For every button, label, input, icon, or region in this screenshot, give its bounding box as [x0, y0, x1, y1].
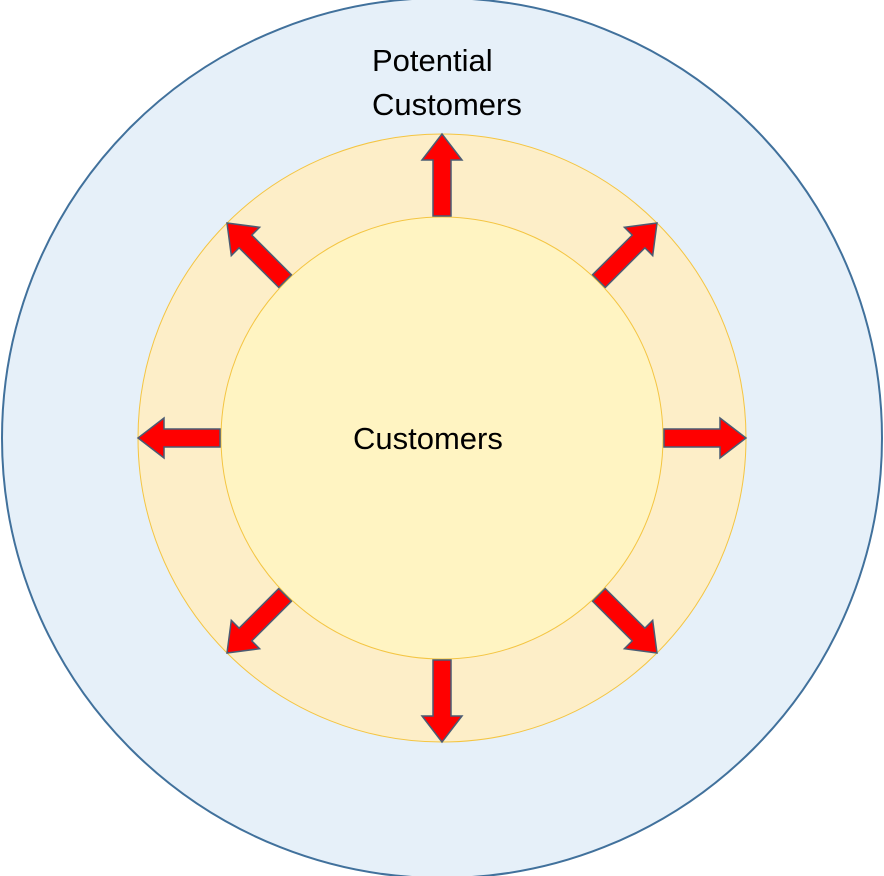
- arrow-south-east: [591, 587, 658, 654]
- arrow-south-west: [226, 587, 293, 654]
- inner-label: Customers: [353, 421, 503, 456]
- arrow-south: [420, 659, 464, 744]
- arrow-west: [136, 416, 221, 460]
- expansion-arrows: [136, 132, 748, 744]
- arrow-east: [663, 416, 748, 460]
- arrow-north-east: [591, 222, 658, 289]
- customers-circle: [220, 216, 664, 660]
- arrow-north-west: [226, 222, 293, 289]
- outer-label-line2: Customers: [372, 87, 522, 122]
- outer-label-line1: Potential: [372, 43, 493, 78]
- arrow-north: [420, 132, 464, 217]
